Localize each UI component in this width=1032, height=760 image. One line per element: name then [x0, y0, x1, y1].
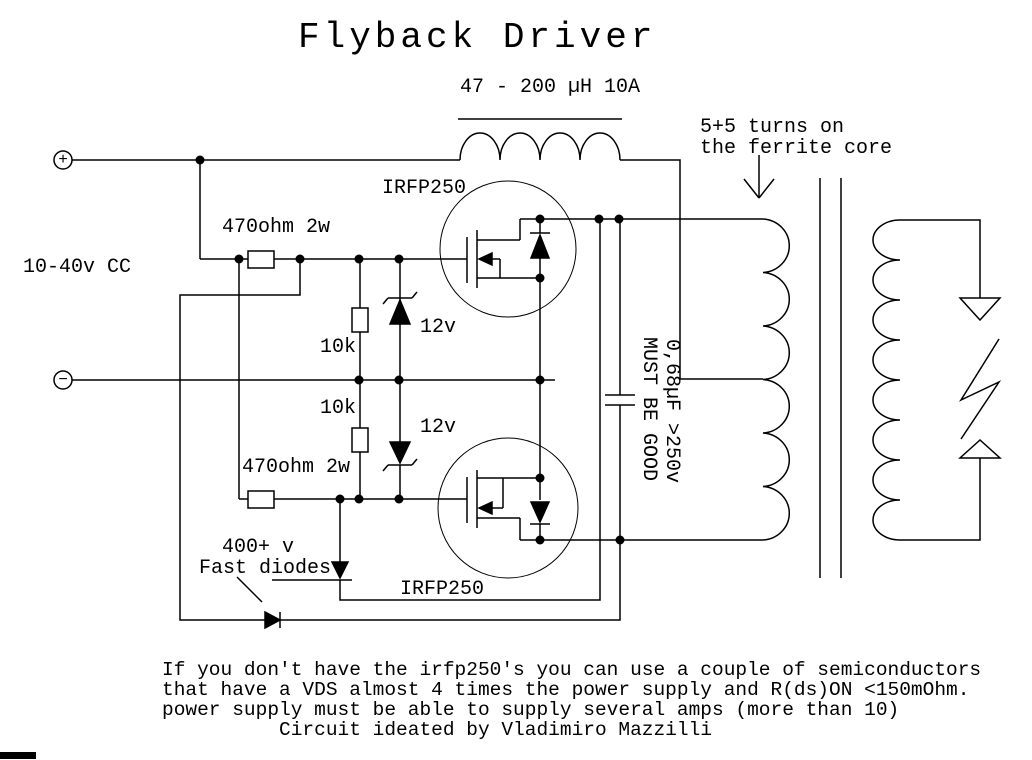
secondary-winding-symbol — [872, 219, 901, 541]
inductor-value-label: 47 - 200 µH 10A — [460, 76, 641, 99]
zener-bottom-label: 12v — [420, 416, 457, 439]
footer-note-line2: that have a VDS almost 4 times the power… — [162, 679, 970, 701]
wire-gate-crosslink-left — [179, 259, 621, 621]
positive-terminal-label: + — [58, 151, 68, 169]
scan-artifact — [0, 752, 36, 759]
mosfet-bottom-symbol — [437, 380, 579, 579]
wire-positive-rail — [72, 159, 763, 380]
inductor-symbol — [458, 118, 622, 161]
footer-credit-line: Circuit ideated by Vladimiro Mazzilli — [162, 719, 712, 741]
primary-winding-symbol — [762, 218, 791, 541]
transformer-core-symbol — [819, 178, 842, 578]
mosfet-top-symbol — [439, 180, 577, 380]
fast-diode-pointer-icon — [236, 576, 263, 603]
zener-bottom-symbol — [382, 380, 418, 499]
page-title: Flyback Driver — [298, 17, 657, 58]
zener-top-symbol — [382, 259, 418, 380]
capacitor-value-label: 0,68µF >250v — [660, 339, 683, 484]
turns-note-line2: the ferrite core — [700, 137, 893, 160]
supply-voltage-label: 10-40v CC — [23, 256, 132, 279]
footer-note-line3: power supply must be able to supply seve… — [162, 699, 900, 721]
resistor-10k-bottom-label: 10k — [320, 397, 357, 420]
diode-note-line2: Fast diodes — [199, 557, 332, 580]
mosfet-bottom-label: IRFP250 — [400, 578, 485, 601]
negative-terminal-label: − — [58, 371, 68, 389]
mosfet-top-label: IRFP250 — [382, 177, 467, 200]
resistor-470-top-label: 470ohm 2w — [222, 216, 331, 239]
diode-note-line1: 400+ v — [222, 536, 295, 559]
spark-gap-symbol — [900, 219, 1002, 541]
resistor-470-bottom-label: 470ohm 2w — [242, 456, 351, 479]
turns-note-line1: 5+5 turns on — [700, 116, 845, 139]
resistor-470-bottom-symbol — [239, 490, 467, 509]
capacitor-warning-label: MUST BE GOOD — [637, 337, 660, 482]
resistor-10k-bottom-symbol — [351, 380, 369, 499]
capacitor-symbol — [605, 219, 635, 540]
fast-diode-vertical-symbol — [272, 219, 601, 601]
turns-note-arrow-icon — [743, 155, 775, 199]
junction-dots — [195, 155, 625, 545]
zener-top-label: 12v — [420, 316, 457, 339]
footer-note-line1: If you don't have the irfp250's you can … — [162, 659, 982, 681]
fast-diode-horizontal-symbol — [264, 610, 282, 630]
resistor-10k-top-symbol — [351, 259, 369, 380]
resistor-10k-top-label: 10k — [320, 336, 357, 359]
